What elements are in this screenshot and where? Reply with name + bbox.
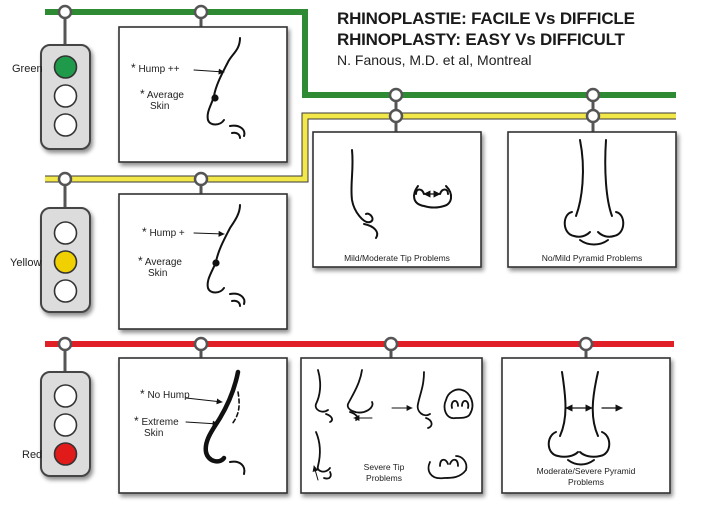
panel-hangers xyxy=(193,4,601,358)
red-signal-label: Red xyxy=(22,449,42,461)
red-pyramid-drawing xyxy=(547,371,623,466)
traffic-light-yellow: Yellow xyxy=(10,171,91,313)
green-profile-panel xyxy=(118,26,288,163)
red-nose-profile xyxy=(185,369,246,475)
yellow-signal-label: Yellow xyxy=(10,257,41,269)
green-nose-profile xyxy=(193,37,246,139)
title-block: RHINOPLASTIE: FACILE Vs DIFFICLE RHINOPL… xyxy=(337,8,677,68)
traffic-light-green: Green xyxy=(12,4,91,150)
yellow-profile-panel xyxy=(118,193,288,330)
svg-text:* Hump +: * Hump + xyxy=(142,225,185,239)
yellow-pyramid-drawing xyxy=(563,139,625,246)
yellow-lamp-lit xyxy=(53,250,78,274)
red-profile-panel xyxy=(118,357,288,494)
green-lamp-lit xyxy=(53,55,78,79)
yellow-pyramid-panel xyxy=(507,131,677,268)
green-hump-text: Hump ++ xyxy=(138,64,179,75)
yellow-nose-profile xyxy=(193,204,246,307)
green-wire xyxy=(45,9,676,98)
title-english: RHINOPLASTY: EASY Vs DIFFICULT xyxy=(337,30,625,49)
red-tip-drawing xyxy=(312,369,474,481)
yellow-tip-caption: Mild/Moderate Tip Problems xyxy=(344,253,450,263)
traffic-light-red: Red xyxy=(22,336,91,477)
yellow-hump-text: Hump + xyxy=(149,228,184,239)
green-hump-label: * Hump ++ xyxy=(131,61,180,75)
author-credit: N. Fanous, M.D. et al, Montreal xyxy=(337,52,532,68)
svg-text:* No Hump: * No Hump xyxy=(140,387,190,401)
green-signal-label: Green xyxy=(12,63,43,75)
red-pyramid-panel xyxy=(501,357,671,494)
red-lamp-lit xyxy=(53,442,78,466)
yellow-tip-drawing xyxy=(350,149,452,239)
wires xyxy=(45,9,676,347)
red-tip-panel xyxy=(300,357,483,494)
yellow-pyramid-caption: No/Mild Pyramid Problems xyxy=(542,253,643,263)
yellow-tip-panel xyxy=(312,131,482,268)
red-hump-text: No Hump xyxy=(147,390,190,401)
title-french: RHINOPLASTIE: FACILE Vs DIFFICLE xyxy=(337,9,635,28)
